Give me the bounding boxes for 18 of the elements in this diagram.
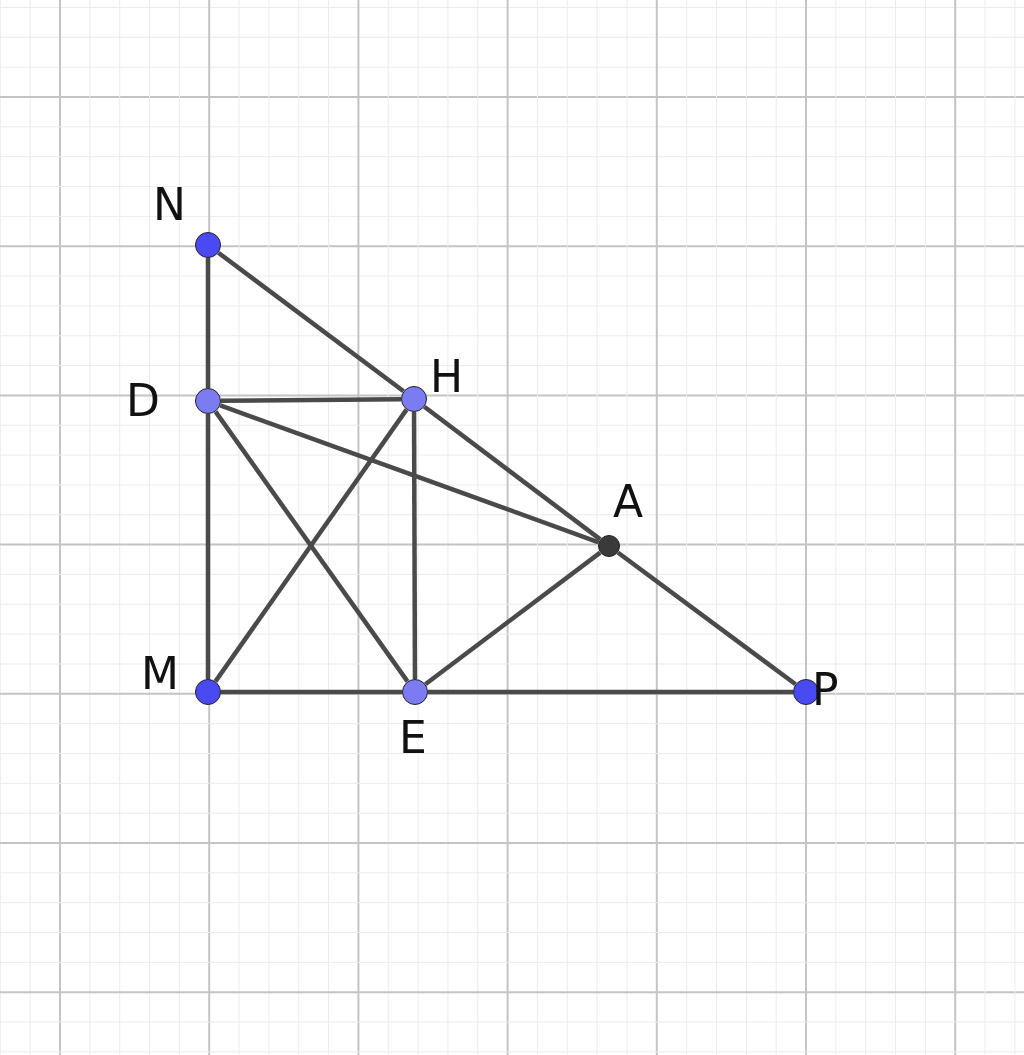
point-label: P [812,668,839,712]
line-segment [205,414,211,679]
line-segment [411,412,418,679]
line-segment [219,403,600,545]
line-segment [221,396,401,404]
line-segment [217,250,405,394]
line-segment [423,405,602,542]
line-segment [205,258,211,388]
point-label: A [613,480,644,524]
point-label: M [141,652,179,696]
line-segment [616,550,797,687]
line-segment [428,689,793,695]
line-segment [424,550,602,686]
point-label: D [126,379,160,423]
point-label: H [430,355,464,399]
point-label: N [153,183,186,227]
line-segment [221,689,402,695]
point-label: E [399,716,427,760]
